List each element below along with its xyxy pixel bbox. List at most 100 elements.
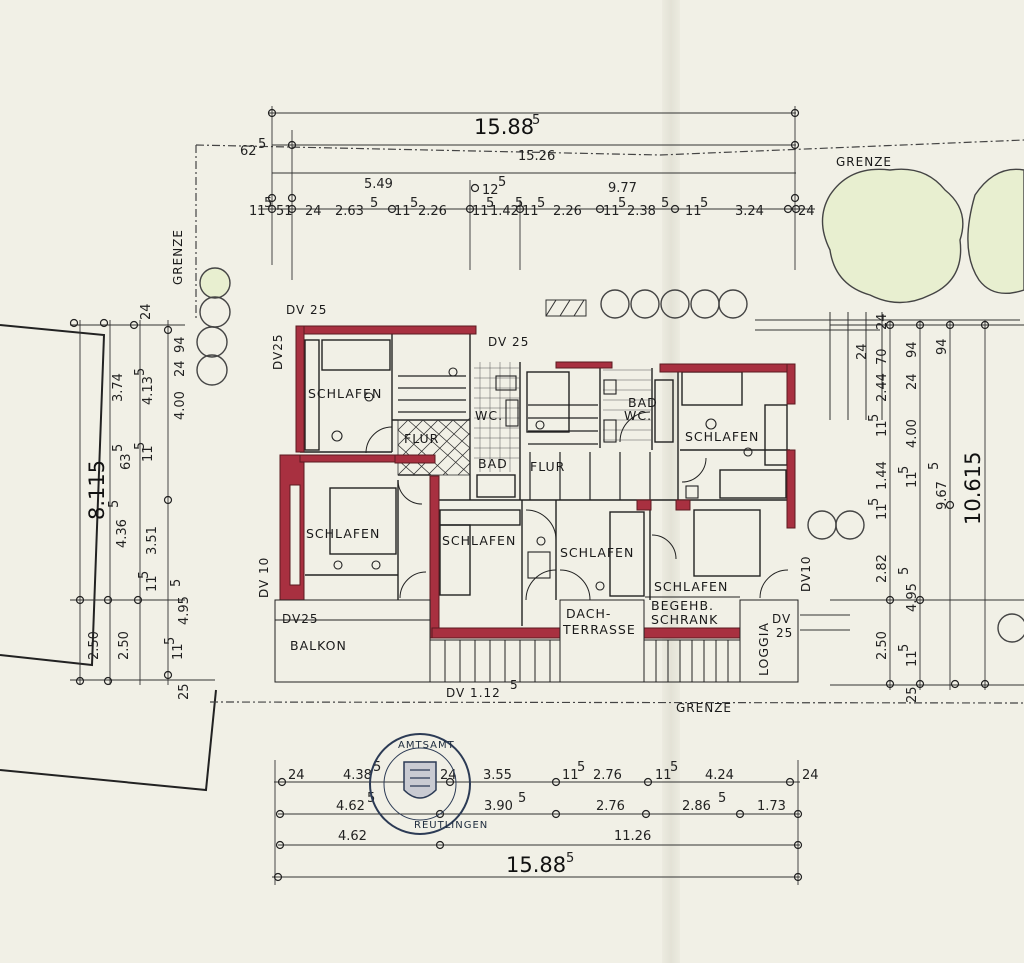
dim-top-row-item: 24 — [305, 204, 322, 219]
dim-top-row-item: 5 — [410, 196, 418, 211]
dim-left-item: 3.74 — [111, 373, 126, 402]
dim-bottom-row3: 4.62 11.26 — [338, 829, 651, 844]
dim-top-row-item: 5 — [486, 196, 494, 211]
room-label-schlafen-nw: SCHLAFEN — [308, 386, 382, 401]
room-label-schlafen-ne: SCHLAFEN — [685, 429, 759, 444]
label-dv112: DV 1.12 — [446, 686, 501, 700]
dim-top-row-item: 11 — [472, 204, 489, 219]
paper-fold — [662, 0, 680, 963]
dim-top-1526: 15.26 — [518, 149, 555, 164]
stamp-text-bottom: REUTLINGEN — [414, 820, 488, 831]
label-grenze-left: GRENZE — [171, 229, 185, 285]
dim-top-row-item: 5 — [515, 196, 523, 211]
dim-bottom-item: 5 — [718, 791, 726, 806]
label-grenze-bottom: GRENZE — [676, 701, 732, 715]
room-label-schlafen-se: SCHLAFEN — [654, 579, 728, 594]
dim-bottom-row2: 4.62 5 3.90 5 2.76 2.86 5 1.73 — [336, 791, 786, 814]
dim-top-125: 12 — [482, 183, 499, 198]
dim-left-values: 3.74 4.13 5 24 4.00 24 94 63 5 11 5 4.36… — [87, 303, 192, 700]
label-dv10-right: DV10 — [799, 555, 813, 592]
dim-right-item: 5 — [867, 414, 882, 422]
dim-right-item: 5 — [897, 644, 912, 652]
dim-bottom-item: 4.62 — [336, 799, 365, 814]
dim-top-row-item: 51 — [276, 204, 293, 219]
dim-bottom-item: 11.26 — [614, 829, 651, 844]
dim-right-item: 4.00 — [905, 419, 920, 448]
dim-right-item: 11 — [905, 471, 920, 488]
trees — [196, 168, 1024, 643]
dim-right-item: 5 — [897, 466, 912, 474]
dim-bottom-row1: 24 4.38 5 24 3.55 11 5 2.76 11 5 4.24 24 — [288, 760, 819, 783]
dim-right-total: 10.615 — [961, 452, 985, 525]
dim-left-item: 11 — [145, 575, 160, 592]
dim-bottom-item: 24 — [440, 768, 457, 783]
dim-bottom-item: 2.76 — [596, 799, 625, 814]
dim-bottom-item: 24 — [802, 768, 819, 783]
dim-bottom-item: 2.86 — [682, 799, 711, 814]
dim-bottom-total: 15.88 — [506, 853, 566, 877]
dim-left-item: 2.50 — [87, 631, 102, 660]
dim-right-item: 70 — [875, 348, 890, 365]
dim-top-625: 62 — [240, 144, 257, 159]
dim-left-item: 4.00 — [173, 391, 188, 420]
dim-left-item: 3.51 — [145, 526, 160, 555]
dim-left-item: 2.50 — [117, 631, 132, 660]
dim-bottom-item: 5 — [577, 760, 585, 775]
label-dv25-balkon: DV25 — [282, 612, 319, 626]
dim-top-row-item: 5 — [537, 196, 545, 211]
dim-left-item: 11 — [141, 445, 156, 462]
dim-left-item: 24 — [139, 303, 154, 320]
dim-bottom-total-sup: 5 — [566, 851, 574, 866]
dim-bottom-item: 5 — [373, 760, 381, 775]
dim-right-item: 25 — [905, 686, 920, 703]
dim-top-row-item: 11 — [249, 204, 266, 219]
dim-left-item: 63 — [119, 453, 134, 470]
dim-right-item: 24 — [905, 373, 920, 390]
dim-left-item: 5 — [137, 571, 152, 579]
dim-right-item: 11 — [905, 650, 920, 667]
dim-right-item: 5 — [927, 462, 942, 470]
fixtures — [288, 367, 753, 591]
dim-top-row-item: 2.26 — [418, 204, 447, 219]
flur-tiles — [397, 417, 471, 476]
dim-left-item: 94 — [173, 336, 188, 353]
room-label-schlafen-s: SCHLAFEN — [560, 545, 634, 560]
dim-bottom-item: 4.24 — [705, 768, 734, 783]
dim-top-977: 9.77 — [608, 181, 637, 196]
dim-right-item: 1.44 — [875, 461, 890, 490]
label-dv25-top: DV 25 — [286, 303, 327, 317]
interior-walls — [300, 332, 795, 626]
label-dv-right: DV — [772, 612, 791, 626]
room-label-flur-left: FLUR — [404, 431, 439, 446]
dim-right-item: 5 — [867, 498, 882, 506]
dim-top-total-sup: 5 — [532, 113, 540, 128]
dim-right-item: 2.44 — [875, 373, 890, 402]
room-label-wc-left: WC. — [475, 408, 503, 423]
dim-right-item: 94 — [905, 341, 920, 358]
dim-left-item: 5 — [163, 637, 178, 645]
room-label-begehb: BEGEHB. — [651, 598, 714, 613]
dim-bottom-item: 2.76 — [593, 768, 622, 783]
dim-top-row-item: 2.38 — [627, 204, 656, 219]
bath-tiles — [474, 362, 651, 472]
dim-bottom-item: 4.38 — [343, 768, 372, 783]
property-boundary — [195, 139, 1024, 704]
dim-bottom-item: 11 — [655, 768, 672, 783]
dim-left-total: 8.115 — [85, 460, 109, 520]
room-label-schlafen-c: SCHLAFEN — [442, 533, 516, 548]
room-label-schlafen-w: SCHLAFEN — [306, 526, 380, 541]
dim-top-row-item: 5 — [661, 196, 669, 211]
room-label-bad-right: BAD — [628, 395, 658, 410]
dim-left-item: 5 — [107, 500, 122, 508]
dim-left-item: 4.36 — [115, 519, 130, 548]
dim-right-item: 5 — [897, 567, 912, 575]
door-swings — [365, 411, 789, 601]
dim-top-row-item: 5 — [264, 196, 272, 211]
dim-left-item: 5 — [133, 442, 148, 450]
dim-top-row-item: 24 — [798, 204, 815, 219]
dim-top-row: 11 5 51 24 2.63 5 11 5 2.26 11 5 1.42 5 … — [249, 196, 815, 219]
dim-bottom-item: 3.55 — [483, 768, 512, 783]
dim-bottom-item: 24 — [288, 768, 305, 783]
dim-left-item: 5 — [111, 444, 126, 452]
